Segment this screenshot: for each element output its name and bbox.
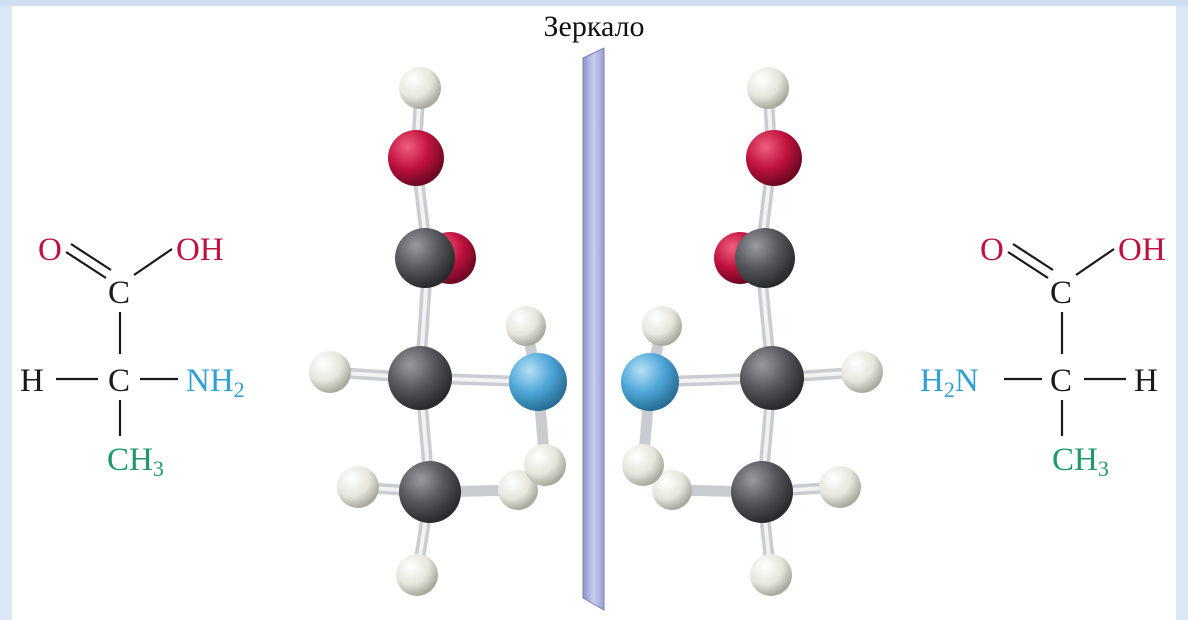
right-methyl-group: CH3 — [1052, 442, 1109, 481]
left-hydroxyl: OH — [176, 232, 224, 268]
left-oxygen: O — [38, 232, 62, 268]
right-molecule-model — [621, 67, 883, 596]
left-amino-group: NH2 — [186, 363, 245, 402]
right-amino-group: H2N — [920, 363, 979, 402]
left-structural-formula: O OH C H C NH2 CH3 — [20, 232, 245, 481]
right-hydrogen: H — [1134, 363, 1158, 399]
left-hydrogen: H — [20, 363, 44, 399]
left-alpha-carbon: C — [108, 363, 130, 399]
mirror-plane — [582, 47, 605, 611]
right-carbonyl-carbon: C — [1050, 275, 1072, 311]
left-molecule-model — [309, 67, 567, 596]
mirror-label: Зеркало — [543, 10, 644, 43]
top-band — [0, 0, 1188, 6]
right-alpha-carbon: C — [1050, 363, 1072, 399]
right-structural-formula: O OH C H2N C H CH3 — [920, 232, 1166, 481]
left-methyl-group: CH3 — [107, 442, 164, 481]
right-oxygen: O — [980, 232, 1004, 268]
left-carbonyl-carbon: C — [108, 275, 130, 311]
right-hydroxyl: OH — [1118, 232, 1166, 268]
